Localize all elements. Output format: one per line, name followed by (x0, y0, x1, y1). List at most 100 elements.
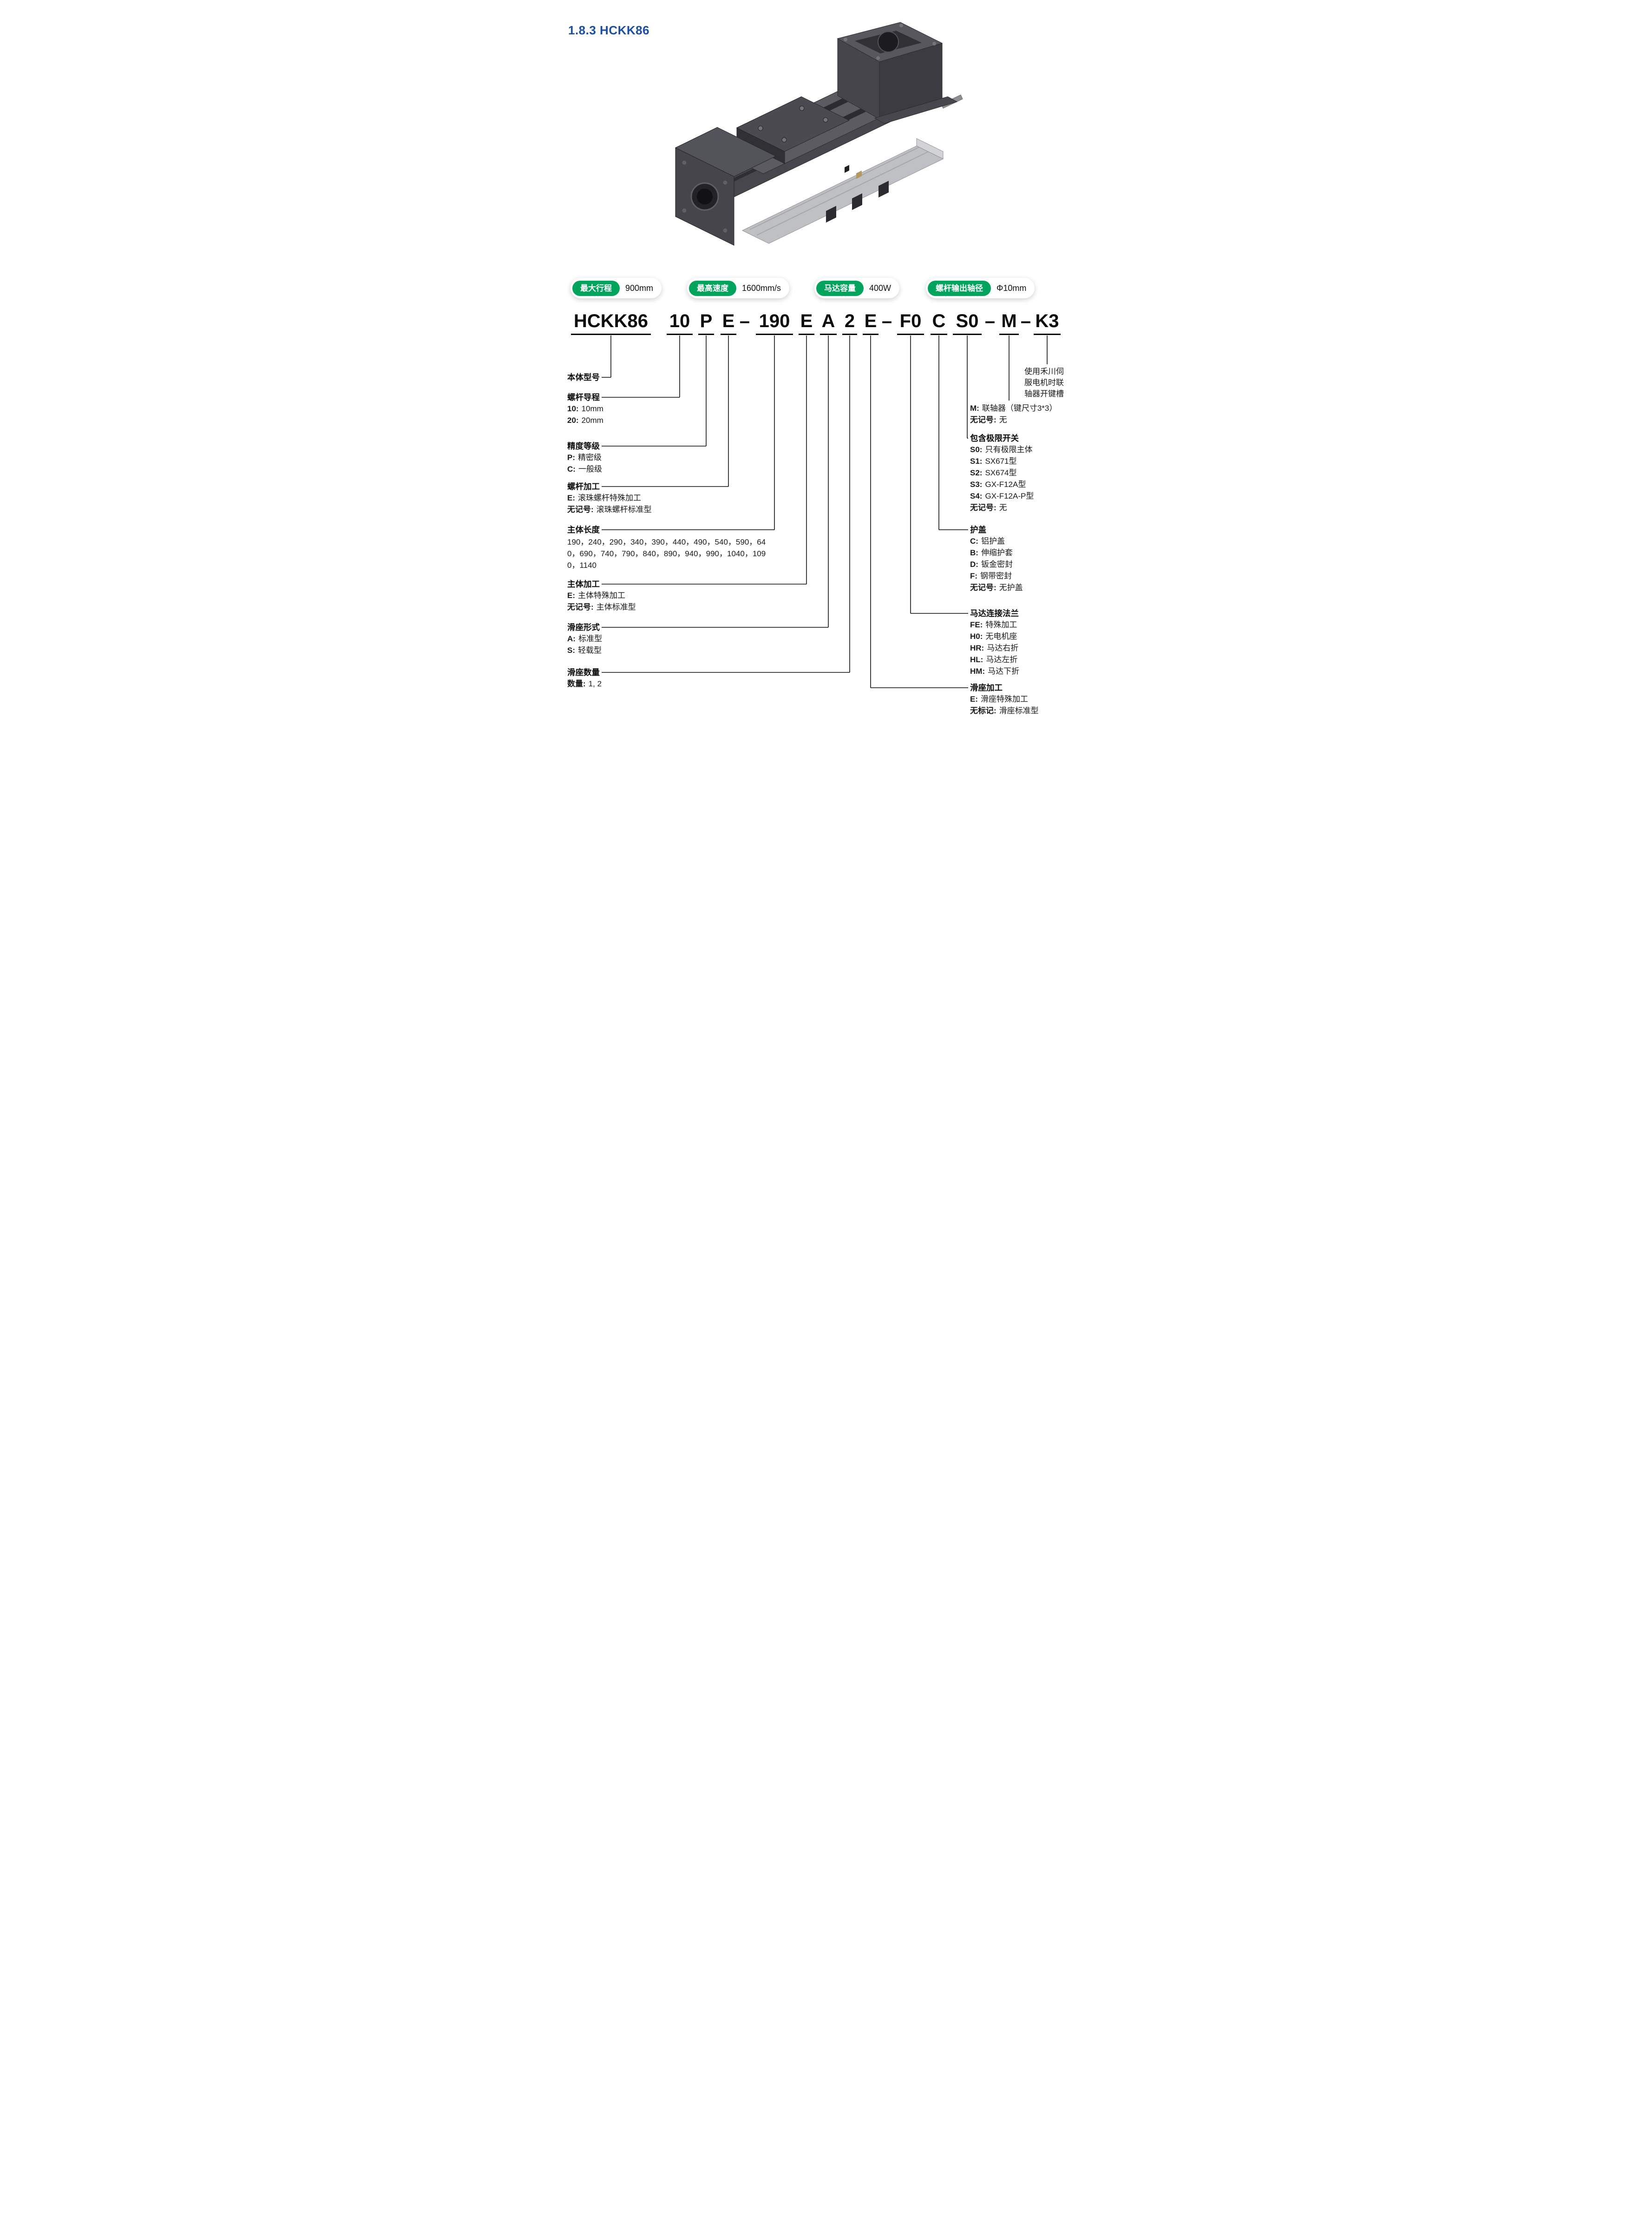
spec-badge-value: 900mm (625, 283, 654, 293)
motor-mount-frame (837, 22, 958, 124)
annotation-item: M:联轴器（键尺寸3*3） (970, 402, 1057, 414)
annotation-item: C:铝护盖 (970, 535, 1023, 547)
option-text: 主体标准型 (596, 603, 636, 612)
annotation-body-length: 主体长度 190，240，290，340，390，440，490，540，590… (567, 524, 767, 571)
option-key: 无记号: (970, 583, 996, 592)
annotation-title: 滑座数量 (567, 668, 600, 677)
annotation-limit-switch: 包含极限开关 S0:只有极限主体 S1:SX671型 S2:SX674型 S3:… (970, 433, 1034, 513)
code-dash: – (1020, 311, 1031, 331)
spec-badge-value: 400W (869, 283, 892, 293)
code-dash: – (984, 311, 996, 331)
annotation-body-model: 本体型号 (567, 372, 600, 383)
annotation-item: 无记号:滚珠螺杆标准型 (567, 504, 652, 515)
annotation-keyway-note: 使用禾川伺服电机时联轴器开键槽 (1024, 366, 1067, 400)
option-text: 钢带密封 (980, 572, 1012, 580)
catalog-page: 1.8.3 HCKK86 (550, 0, 1102, 739)
annotation-body-machining: 主体加工 E:主体特殊加工 无记号:主体标准型 (567, 579, 636, 613)
annotation-slider-type: 滑座形式 A:标准型 S:轻载型 (567, 622, 602, 656)
code-segment-slider-count: 2 (842, 310, 857, 335)
annotation-slider-count: 滑座数量 数量:1, 2 (567, 667, 602, 690)
code-segment-accuracy: P (698, 310, 714, 335)
annotation-title: 螺杆导程 (567, 393, 600, 402)
option-key: D: (970, 560, 978, 569)
code-segment-coupling: M (999, 310, 1019, 335)
annotation-item: F:钢带密封 (970, 570, 1023, 582)
option-text: GX-F12A型 (985, 480, 1026, 489)
annotation-title: 滑座加工 (970, 683, 1003, 692)
model-code: HCKK86 10 P E – 190 E A 2 E – F0 C S0 – … (550, 310, 1102, 340)
code-segment-body-model: HCKK86 (571, 310, 651, 335)
annotation-title: 滑座形式 (567, 623, 600, 632)
sensor-brackets (826, 165, 889, 223)
annotation-item: A:标准型 (567, 633, 602, 645)
option-text: 特殊加工 (985, 620, 1017, 629)
option-key: E: (567, 493, 575, 502)
option-text: 1, 2 (588, 679, 602, 688)
code-dash: – (739, 311, 750, 331)
spec-badge-value: 1600mm/s (742, 283, 781, 293)
annotation-screw-lead: 螺杆导程 10:10mm 20:20mm (567, 392, 603, 426)
annotation-item: S:轻载型 (567, 645, 602, 656)
option-key: S4: (970, 492, 983, 500)
option-text: 钣金密封 (981, 560, 1013, 569)
option-text: 铝护盖 (981, 537, 1005, 546)
spec-badge-label: 螺杆输出轴径 (928, 280, 991, 296)
option-text: 主体特殊加工 (578, 591, 625, 600)
spec-badge-label: 最大行程 (572, 280, 620, 296)
annotation-title: 马达连接法兰 (970, 609, 1019, 618)
option-key: S0: (970, 445, 983, 454)
annotation-item: S1:SX671型 (970, 455, 1034, 467)
option-key: E: (567, 591, 575, 600)
option-key: S3: (970, 480, 983, 489)
option-text: GX-F12A-P型 (985, 492, 1034, 500)
annotation-title: 螺杆加工 (567, 482, 600, 491)
annotation-item: E:主体特殊加工 (567, 590, 636, 601)
annotation-item: 数量:1, 2 (567, 678, 602, 690)
annotation-slider-machining: 滑座加工 E:滑座特殊加工 无标记:滑座标准型 (970, 682, 1039, 717)
spec-badge-max-speed: 最高速度 1600mm/s (687, 278, 790, 298)
spec-badges: 最大行程 900mm 最高速度 1600mm/s 马达容量 400W 螺杆输出轴… (550, 278, 1102, 300)
code-segment-cover: C (931, 310, 947, 335)
option-text: SX674型 (985, 468, 1017, 477)
option-key: M: (970, 404, 979, 413)
annotation-item: HL:马达左折 (970, 654, 1019, 665)
option-text: 滚珠螺杆标准型 (596, 505, 652, 514)
annotation-cover: 护盖 C:铝护盖 B:伸缩护套 D:钣金密封 F:钢带密封 无记号:无护盖 (970, 524, 1023, 593)
annotation-item: 无标记:滑座标准型 (970, 705, 1039, 717)
option-text: 精密级 (578, 453, 602, 462)
annotation-item: 无记号:主体标准型 (567, 601, 636, 613)
option-text: 只有极限主体 (985, 445, 1033, 454)
option-key: 10: (567, 404, 579, 413)
option-key: H0: (970, 632, 983, 641)
code-segment-slider-machining: E (863, 310, 878, 335)
option-key: 数量: (567, 679, 586, 688)
code-dash: – (881, 311, 892, 331)
spec-badge-value: Φ10mm (996, 283, 1027, 293)
annotation-screw-machining: 螺杆加工 E:滚珠螺杆特殊加工 无记号:滚珠螺杆标准型 (567, 481, 652, 515)
option-text: 无电机座 (985, 632, 1017, 641)
annotation-item: HM:马达下折 (970, 665, 1019, 677)
option-text: 无护盖 (999, 583, 1023, 592)
option-key: 无记号: (567, 505, 594, 514)
option-text: 无 (999, 415, 1007, 424)
annotation-item: HR:马达右折 (970, 642, 1019, 654)
annotation-item: 无记号:无 (970, 414, 1057, 426)
option-text: 滚珠螺杆特殊加工 (578, 493, 641, 502)
spec-badge-motor-capacity: 马达容量 400W (814, 278, 900, 298)
option-text: 10mm (581, 404, 603, 413)
option-key: A: (567, 634, 576, 643)
option-key: E: (970, 695, 978, 704)
option-key: B: (970, 548, 978, 557)
option-text: 联轴器（键尺寸3*3） (982, 404, 1057, 413)
option-text: 马达下折 (988, 667, 1020, 676)
option-text: 无 (999, 503, 1007, 512)
annotation-item: H0:无电机座 (970, 631, 1019, 642)
annotation-item: S0:只有极限主体 (970, 444, 1034, 455)
body-length-values: 190，240，290，340，390，440，490，540，590，640，… (567, 538, 766, 570)
product-illustration (663, 13, 970, 248)
annotation-item: E:滚珠螺杆特殊加工 (567, 492, 652, 504)
option-text: 一般级 (578, 465, 602, 474)
option-text: 伸缩护套 (981, 548, 1013, 557)
option-text: 标准型 (578, 634, 602, 643)
annotation-item: C:一般级 (567, 463, 602, 475)
